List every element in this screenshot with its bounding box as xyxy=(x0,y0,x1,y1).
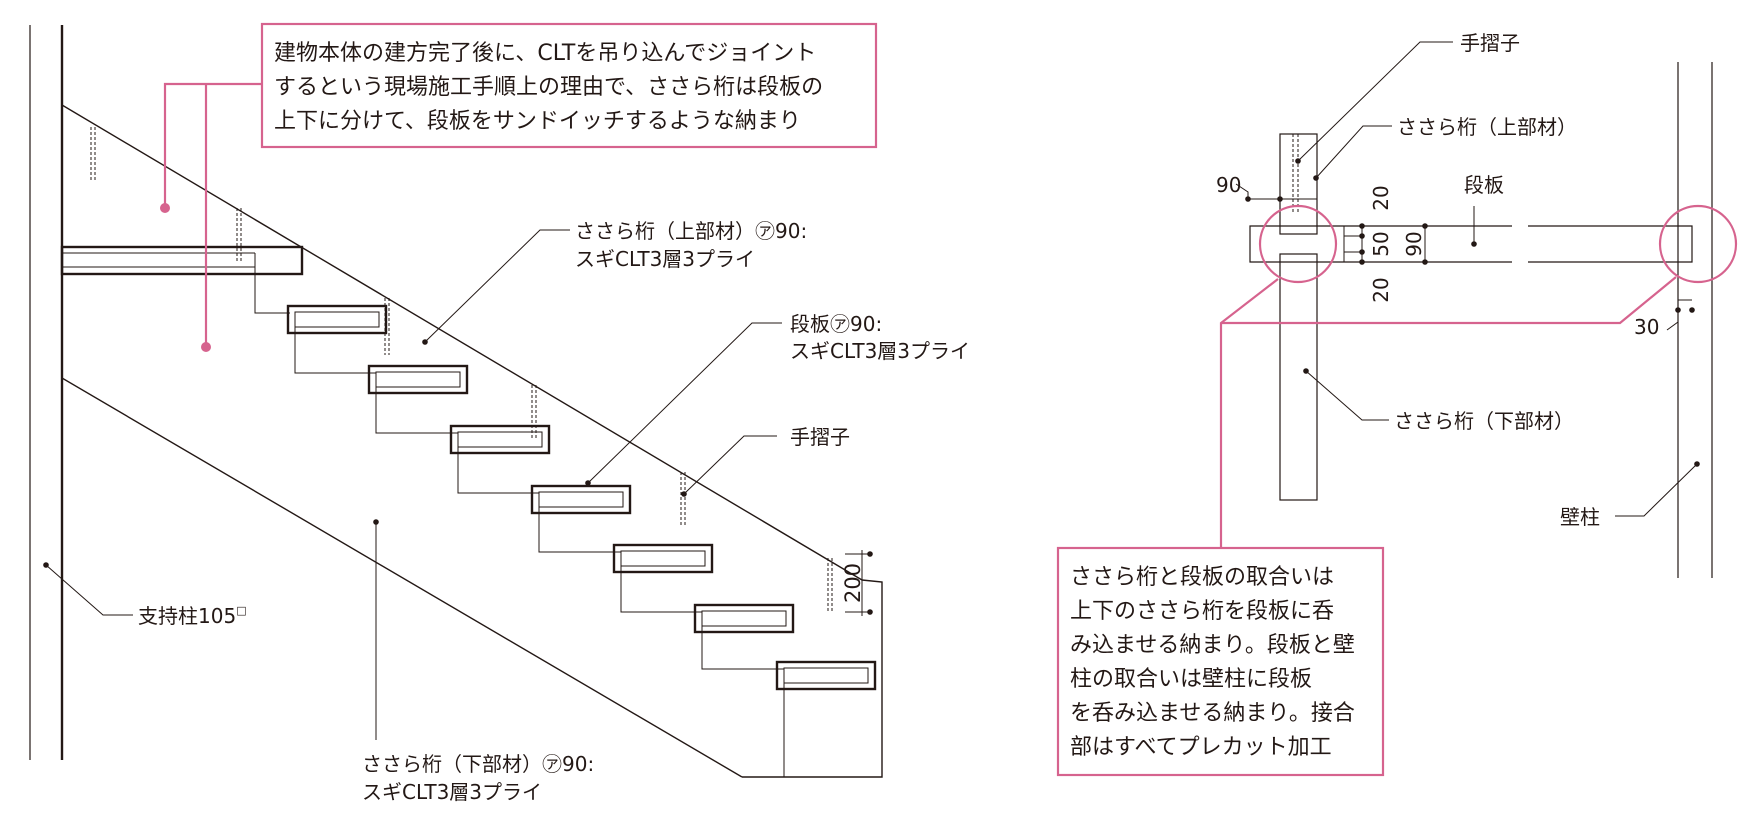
riser-dimension: 200 xyxy=(841,550,873,616)
upper-stringer-label-2: スギCLT3層3プライ xyxy=(575,247,755,271)
baluster-callout: 手摺子 xyxy=(681,425,850,497)
left-note-line-3: 上下に分けて、段板をサンドイッチするような納まり xyxy=(274,109,801,134)
lower-stringer-label-2: スギCLT3層3プライ xyxy=(362,780,542,804)
right-baluster-callout: 手摺子 xyxy=(1295,31,1520,164)
right-lower-stringer-label: ささら桁（下部材） xyxy=(1394,409,1574,433)
upper-stringer-section xyxy=(1279,133,1318,235)
right-note-line-2: 上下のささら桁を段板に呑 xyxy=(1070,599,1334,624)
tread-6 xyxy=(693,603,795,634)
landing-slab xyxy=(60,245,304,314)
tread-3 xyxy=(449,424,551,455)
left-note-leader xyxy=(163,82,262,208)
upper-stringer-top-edge xyxy=(61,104,863,581)
tread-label-1: 段板㋐90: xyxy=(790,312,882,336)
tread-label-2: スギCLT3層3プライ xyxy=(790,339,970,363)
right-note-line-3: み込ませる納まり。段板と壁 xyxy=(1070,633,1355,658)
right-note-line-4: 柱の取合いは壁柱に段板 xyxy=(1070,667,1312,692)
left-note-line-1: 建物本体の建方完了後に、CLTを吊り込んでジョイント xyxy=(274,41,816,66)
wall-post xyxy=(1677,62,1713,578)
right-note-line-1: ささら桁と段板の取合いは xyxy=(1070,565,1334,590)
tread-7 xyxy=(775,660,877,691)
dim-tread-90: 90 xyxy=(1402,231,1426,256)
right-tread-label: 段板 xyxy=(1464,173,1504,197)
lower-stringer-step-line xyxy=(294,327,785,777)
support-post-label-text: 支持柱105 xyxy=(138,604,236,628)
right-tread-callout: 段板 xyxy=(1464,173,1504,247)
dim-mid-50: 50 xyxy=(1369,231,1393,256)
tread-4 xyxy=(530,484,632,515)
dim-top-20: 20 xyxy=(1369,185,1393,210)
tread-5 xyxy=(612,543,714,574)
support-post-callout: 支持柱105□ xyxy=(43,562,247,628)
right-baluster-label: 手摺子 xyxy=(1460,31,1520,55)
right-note-line-6: 部はすべてプレカット加工 xyxy=(1070,735,1332,760)
support-post-label: 支持柱105□ xyxy=(138,604,247,628)
section-mark: □ xyxy=(236,604,246,617)
tread-callout: 段板㋐90: スギCLT3層3プライ xyxy=(585,312,970,486)
tread-2 xyxy=(367,364,469,395)
left-elevation-view: 200 建物本体の建方完了後に、CLTを吊り込んでジョイント するという現場施工… xyxy=(29,22,970,804)
upper-stringer-label-1: ささら桁（上部材）㋐90: xyxy=(575,219,807,243)
right-note-line-5: を呑み込ませる納まり。接合 xyxy=(1070,701,1355,726)
wall-post-callout: 壁柱 xyxy=(1560,461,1700,529)
right-section-view: 90 20 50 20 90 30 xyxy=(1056,31,1738,777)
dim-bottom-20: 20 xyxy=(1369,277,1393,302)
left-note: 建物本体の建方完了後に、CLTを吊り込んでジョイント するという現場施工手順上の… xyxy=(160,22,878,352)
tread-1 xyxy=(286,304,388,335)
tread-section xyxy=(1249,225,1693,263)
dim-embed-30: 30 xyxy=(1634,315,1659,339)
support-post xyxy=(29,25,64,760)
baluster-dashes xyxy=(90,127,833,612)
left-note-line-2: するという現場施工手順上の理由で、ささら桁は段板の xyxy=(274,75,823,100)
right-upper-stringer-callout: ささら桁（上部材） xyxy=(1313,115,1577,181)
right-highlights xyxy=(1219,204,1738,548)
baluster-label: 手摺子 xyxy=(790,425,850,449)
wall-post-label: 壁柱 xyxy=(1560,505,1600,529)
lower-stringer-section xyxy=(1279,253,1318,501)
dimension-lines: 90 20 50 20 90 30 xyxy=(1216,173,1695,339)
lower-stringer-end xyxy=(742,579,883,778)
upper-stringer-callout: ささら桁（上部材）㋐90: スギCLT3層3プライ xyxy=(422,219,807,345)
dim-width-90: 90 xyxy=(1216,173,1241,197)
lower-stringer-bottom-edge xyxy=(61,377,743,778)
tread-sections xyxy=(286,304,877,777)
lower-stringer-callout: ささら桁（下部材）㋐90: スギCLT3層3プライ xyxy=(362,519,594,804)
right-upper-stringer-label: ささら桁（上部材） xyxy=(1397,115,1577,139)
riser-dim-label: 200 xyxy=(841,563,865,603)
right-note: ささら桁と段板の取合いは 上下のささら桁を段板に呑 み込ませる納まり。段板と壁 … xyxy=(1056,546,1385,777)
right-lower-stringer-callout: ささら桁（下部材） xyxy=(1303,368,1574,433)
lower-stringer-label-1: ささら桁（下部材）㋐90: xyxy=(362,752,594,776)
